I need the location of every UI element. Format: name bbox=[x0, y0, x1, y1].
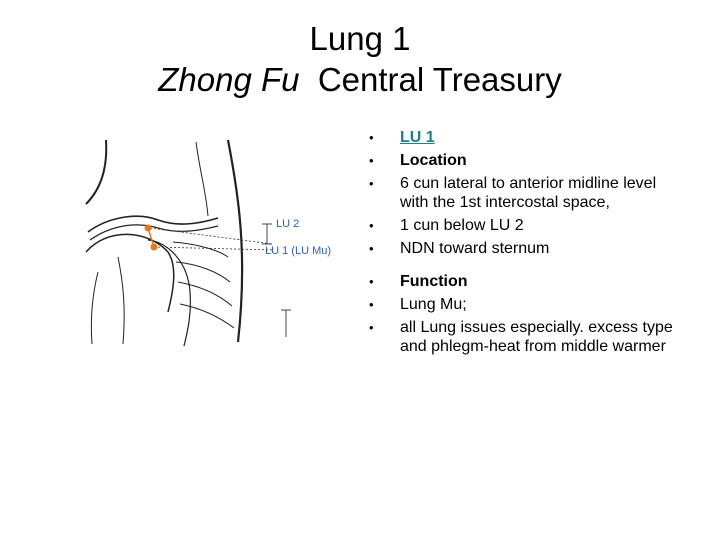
lu1-label: LU 1 (LU Mu) bbox=[265, 245, 331, 257]
anatomy-figure: LU 2 LU 1 (LU Mu) bbox=[78, 132, 353, 347]
bullet-item: 1 cun below LU 2 bbox=[366, 216, 686, 235]
function-text: all Lung issues especially. excess type … bbox=[400, 319, 673, 355]
bullet-item: Function bbox=[366, 272, 686, 291]
bullet-item: LU 1 bbox=[366, 128, 686, 147]
function-mu: Lung Mu; bbox=[400, 296, 467, 313]
lu2-point bbox=[144, 224, 152, 232]
lu2-label: LU 2 bbox=[276, 218, 299, 230]
location-heading: Location bbox=[400, 152, 467, 169]
title-line-2: Zhong Fu Central Treasury bbox=[0, 59, 720, 100]
location-text: 6 cun lateral to anterior midline level … bbox=[400, 175, 657, 211]
shoulder-chest-illustration: LU 2 LU 1 (LU Mu) bbox=[85, 139, 331, 347]
function-heading: Function bbox=[400, 273, 468, 290]
bullet-item: all Lung issues especially. excess type … bbox=[366, 318, 686, 356]
bullet-item: Lung Mu; bbox=[366, 295, 686, 314]
slide-title: Lung 1 Zhong Fu Central Treasury bbox=[0, 18, 720, 100]
bullet-item: Location bbox=[366, 151, 686, 170]
lu1-point bbox=[150, 243, 158, 251]
title-line-1: Lung 1 bbox=[309, 20, 411, 57]
bullet-item: NDN toward sternum bbox=[366, 239, 686, 258]
location-distance: 1 cun below LU 2 bbox=[400, 217, 524, 234]
title-pinyin: Zhong Fu bbox=[158, 61, 300, 98]
needling-text: NDN toward sternum bbox=[400, 240, 550, 257]
title-translation: Central Treasury bbox=[299, 61, 562, 98]
bullet-list: LU 1 Location 6 cun lateral to anterior … bbox=[366, 128, 686, 360]
bullet-item: 6 cun lateral to anterior midline level … bbox=[366, 174, 686, 212]
lu1-link[interactable]: LU 1 bbox=[400, 129, 435, 146]
